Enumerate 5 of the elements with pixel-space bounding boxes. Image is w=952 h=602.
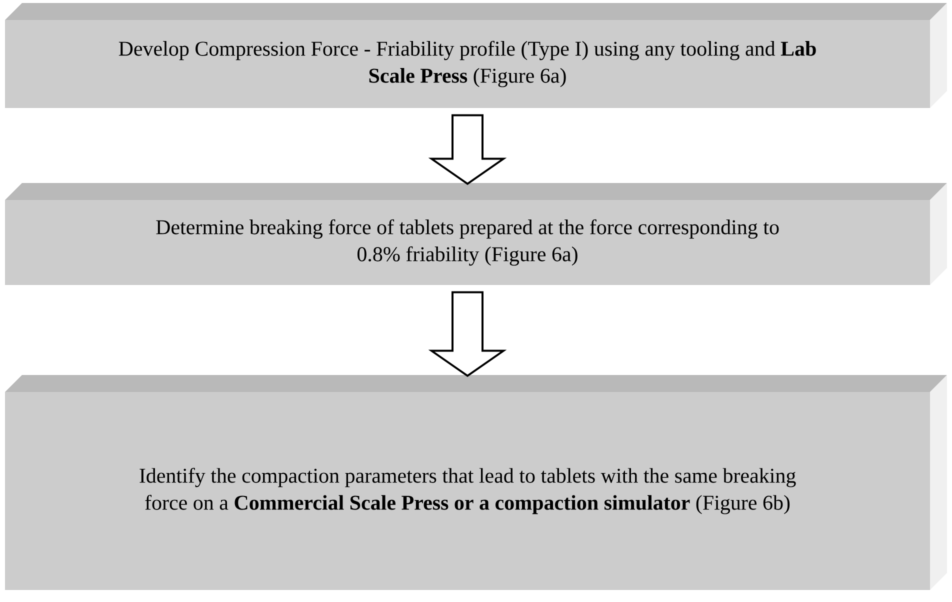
process-box: Develop Compression Force - Friability profile (Type I) using any tooling and Lab Scale Press (Figure 6a) [5, 3, 948, 108]
process-box: Identify the compaction parameters that lead to tablets with the same breaking force on a Commercial Scale Press or a compaction simulator (Figure 6b) [5, 375, 948, 590]
block-arrow [428, 114, 507, 186]
block-arrow [428, 291, 507, 378]
process-box: Determine breaking force of tablets prepared at the force corresponding to 0.8% friability (Figure 6a) [5, 183, 948, 285]
